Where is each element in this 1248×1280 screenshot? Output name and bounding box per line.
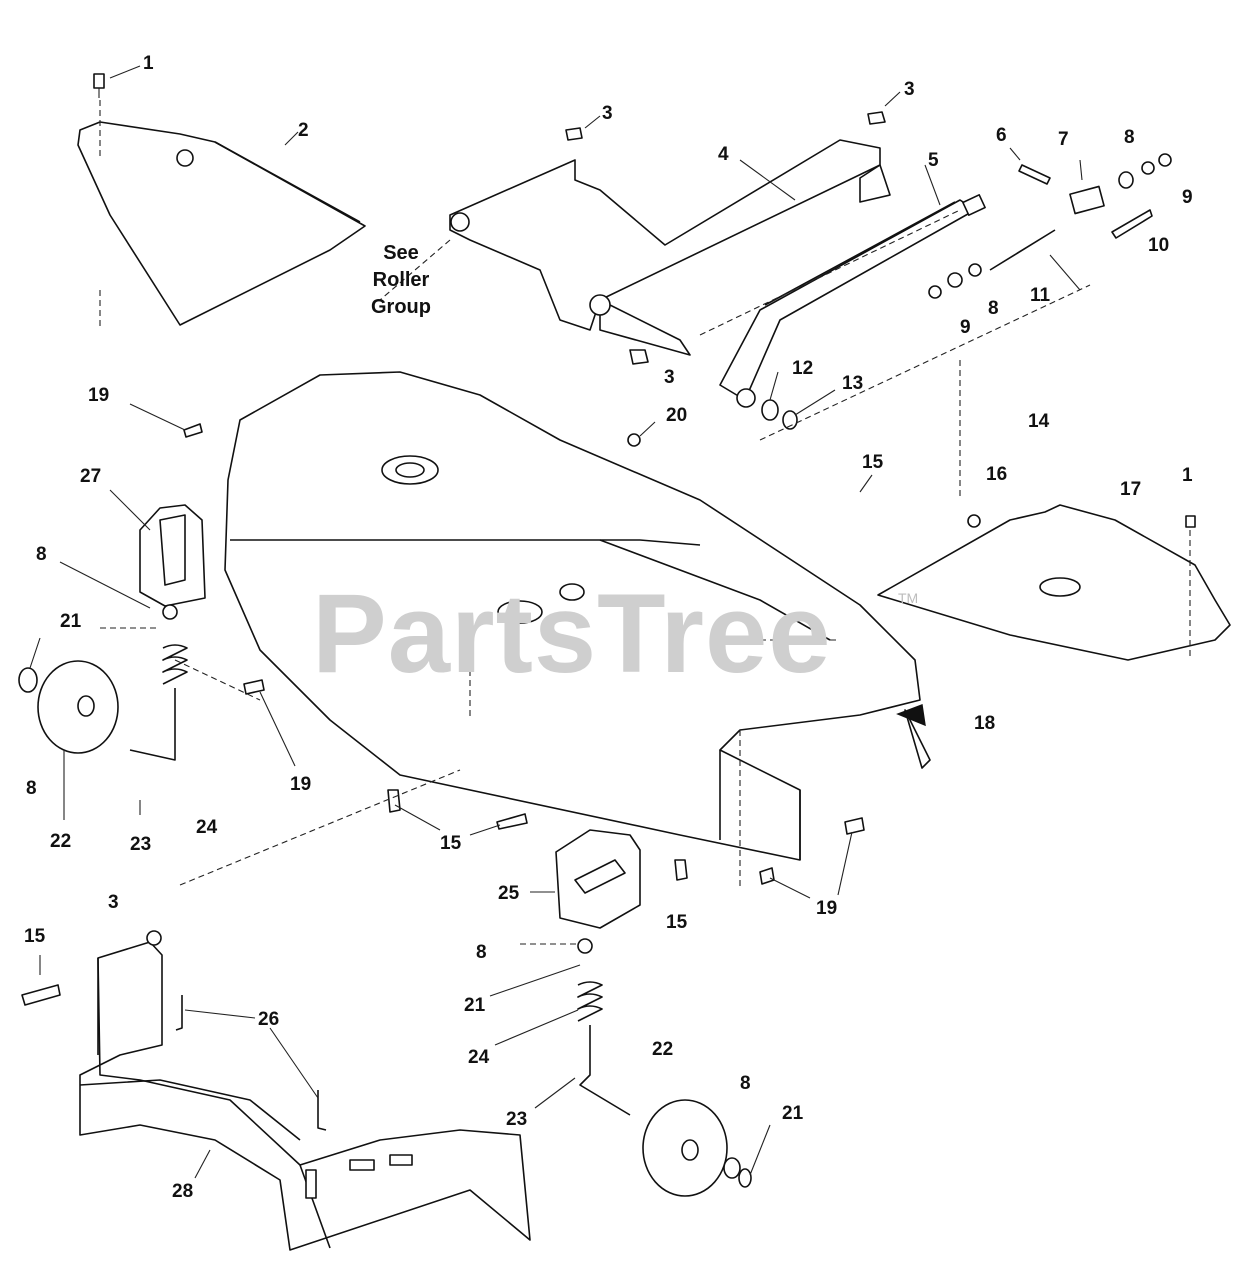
- callout-22: 22: [50, 831, 72, 852]
- callout-25: 25: [498, 883, 520, 904]
- callout-28: 28: [172, 1181, 194, 1202]
- callout-8: 8: [740, 1073, 751, 1094]
- callout-8: 8: [988, 298, 999, 319]
- callout-16: 16: [986, 464, 1008, 485]
- callout-8: 8: [476, 942, 487, 963]
- callout-9: 9: [960, 317, 971, 338]
- leader-lines: [29, 65, 1083, 1179]
- callout-1: 1: [1182, 465, 1193, 486]
- callout-23: 23: [130, 834, 152, 855]
- callout-27: 27: [80, 466, 102, 487]
- left-caster-wheel: [18, 660, 119, 754]
- lift-arm-assembly: [379, 139, 891, 356]
- lift-handle: [719, 194, 986, 408]
- callout-4: 4: [718, 144, 729, 165]
- note-line-2: Roller: [372, 269, 430, 291]
- callout-19: 19: [816, 898, 838, 919]
- callout-2: 2: [298, 120, 309, 141]
- callout-20: 20: [666, 405, 688, 426]
- right-cover-plate: [877, 504, 1231, 661]
- partstree-watermark: PartsTree: [312, 571, 832, 696]
- callout-3: 3: [602, 103, 613, 124]
- left-spring: [129, 644, 188, 761]
- callout-14: 14: [1028, 411, 1050, 432]
- callout-6: 6: [996, 125, 1007, 146]
- callout-8: 8: [26, 778, 37, 799]
- discharge-baffle: [79, 941, 531, 1251]
- callout-7: 7: [1058, 129, 1069, 150]
- left-cover-plate: [77, 121, 366, 326]
- callout-21: 21: [60, 611, 82, 632]
- callout-10: 10: [1148, 235, 1170, 256]
- see-roller-group-note: See Roller Group: [364, 240, 438, 321]
- callout-3: 3: [664, 367, 675, 388]
- callout-26: 26: [258, 1009, 280, 1030]
- left-caster-bracket: [139, 504, 206, 607]
- callout-23: 23: [506, 1109, 528, 1130]
- right-caster-bracket: [555, 829, 641, 929]
- right-spring: [577, 981, 631, 1116]
- bolts-misc: [21, 423, 981, 1006]
- callout-21: 21: [464, 995, 486, 1016]
- callout-13: 13: [842, 373, 864, 394]
- callout-15: 15: [666, 912, 688, 933]
- callout-8: 8: [36, 544, 47, 565]
- callout-24: 24: [196, 817, 218, 838]
- callout-5: 5: [928, 150, 939, 171]
- callout-15: 15: [862, 452, 884, 473]
- callout-22: 22: [652, 1039, 674, 1060]
- callout-24: 24: [468, 1047, 490, 1068]
- callout-9: 9: [1182, 187, 1193, 208]
- callout-1: 1: [143, 53, 154, 74]
- callout-3: 3: [108, 892, 119, 913]
- trademark-symbol: TM: [898, 590, 919, 606]
- note-line-3: Group: [371, 296, 431, 318]
- hook-26: [175, 995, 327, 1131]
- callout-15: 15: [440, 833, 462, 854]
- callout-15: 15: [24, 926, 46, 947]
- bolt-1-left: [93, 73, 105, 330]
- callout-18: 18: [974, 713, 996, 734]
- callout-8: 8: [1124, 127, 1135, 148]
- right-caster-wheel: [642, 1099, 752, 1197]
- callout-12: 12: [792, 358, 814, 379]
- callout-21: 21: [782, 1103, 804, 1124]
- hardware-group-right: [565, 111, 1172, 500]
- callout-11: 11: [1030, 285, 1051, 306]
- callout-17: 17: [1120, 479, 1142, 500]
- callout-19: 19: [290, 774, 312, 795]
- callout-19: 19: [88, 385, 110, 406]
- note-line-1: See: [383, 242, 419, 264]
- callout-3: 3: [904, 79, 915, 100]
- dashed-alignment-lines: [100, 627, 840, 945]
